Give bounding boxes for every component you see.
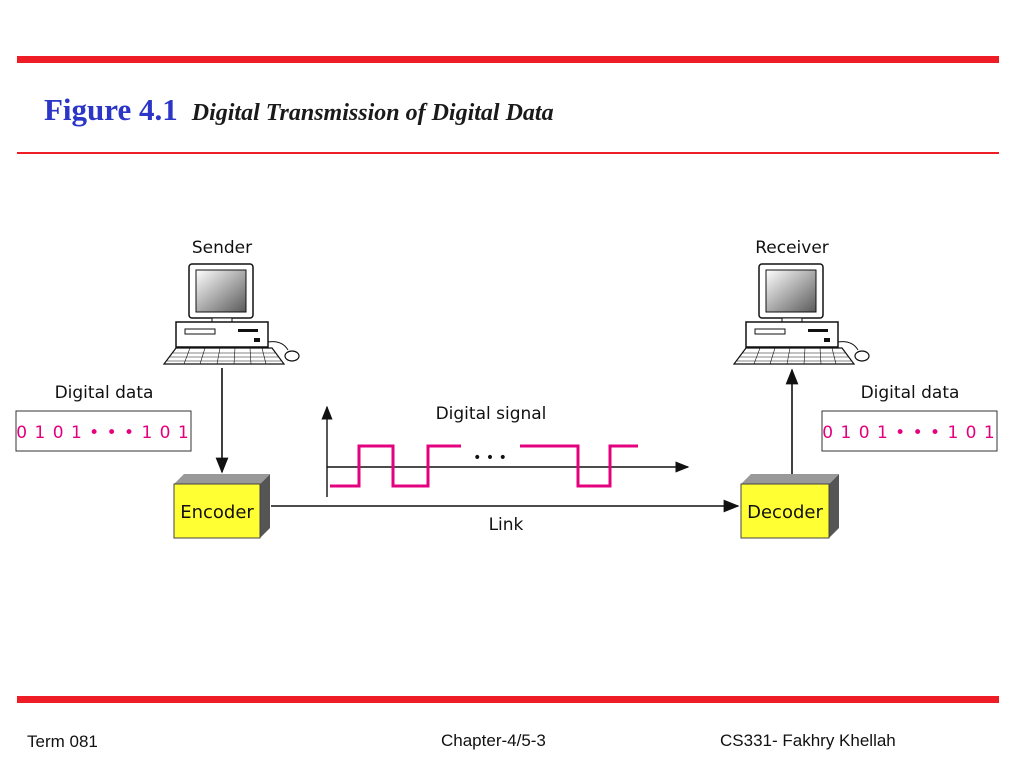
encoder-box: Encoder [173,474,270,539]
footer-term: Term 081 [27,732,98,751]
top-accent-bar [17,56,999,63]
figure-number: Figure 4.1 [44,92,178,127]
digital-signal-wave-right [520,444,638,488]
encoder-label: Encoder [180,502,254,523]
bottom-accent-bar [17,696,999,703]
sender-computer-icon [162,263,300,365]
decoder-box: Decoder [740,474,839,539]
digital-signal-wave-left [330,444,461,488]
signal-ellipsis: • • • [473,450,507,466]
receiver-computer-icon [732,263,870,365]
receiver-bits: 0 1 0 1 • • • 1 0 1 [822,423,995,443]
footer-chapter: Chapter-4/5-3 [441,731,546,750]
slide-title: Figure 4.1 Digital Transmission of Digita… [44,92,554,128]
footer-author: CS331- Fakhry Khellah [720,731,896,750]
figure-caption: Digital Transmission of Digital Data [191,100,554,126]
sender-data-box [15,410,192,452]
sender-label: Sender [192,238,252,258]
sender-data-label: Digital data [55,383,154,403]
link-label: Link [489,515,524,535]
decoder-label: Decoder [747,502,823,523]
title-divider [17,152,999,154]
sender-bits: 0 1 0 1 • • • 1 0 1 [16,423,189,443]
signal-label: Digital signal [436,404,547,424]
receiver-data-label: Digital data [861,383,960,403]
receiver-label: Receiver [755,238,829,258]
receiver-data-box [821,410,998,452]
